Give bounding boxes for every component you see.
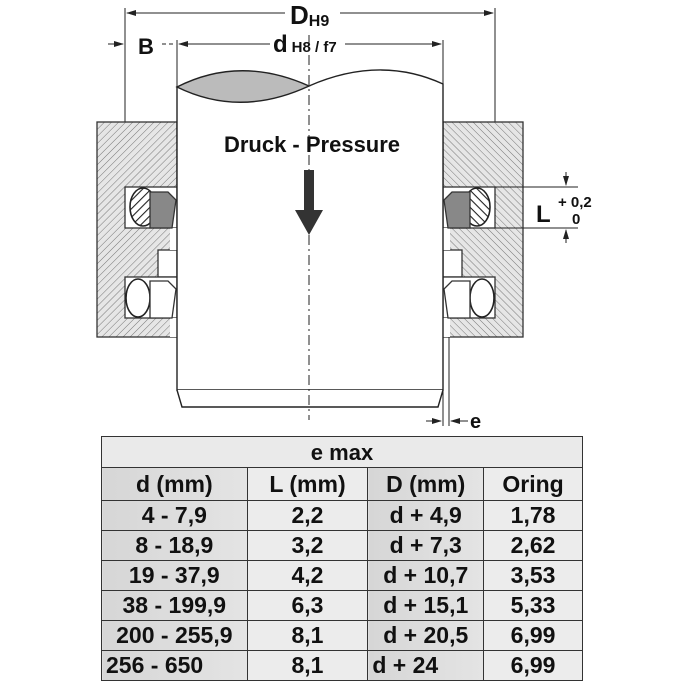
cell-d: 256 - 650 xyxy=(101,650,248,681)
header-L: L (mm) xyxy=(246,467,369,501)
table-row: 256 - 650 8,1 d + 24 6,99 xyxy=(101,650,583,681)
cell-oring: 6,99 xyxy=(483,620,583,651)
cell-L: 8,1 xyxy=(246,620,369,651)
cell-D: d + 15,1 xyxy=(367,590,485,621)
dimension-table: e max d (mm) L (mm) D (mm) Oring 4 - 7,9… xyxy=(101,436,583,681)
cell-d: 38 - 199,9 xyxy=(101,590,248,621)
dimension-L-tol-lower: 0 xyxy=(572,211,580,228)
pressure-arrow-icon xyxy=(295,170,323,235)
table-title-row: e max xyxy=(101,436,583,468)
cell-D: d + 24 xyxy=(367,650,485,681)
cell-L: 2,2 xyxy=(246,500,369,531)
table-header-row: d (mm) L (mm) D (mm) Oring xyxy=(101,467,583,501)
table-row: 200 - 255,9 8,1 d + 20,5 6,99 xyxy=(101,620,583,651)
cell-L: 6,3 xyxy=(246,590,369,621)
table-title: e max xyxy=(101,436,583,468)
dimension-d xyxy=(176,40,444,90)
cell-oring: 6,99 xyxy=(483,650,583,681)
table-row: 8 - 18,9 3,2 d + 7,3 2,62 xyxy=(101,530,583,561)
housing-right xyxy=(442,121,524,338)
dimension-e xyxy=(426,337,468,426)
cell-D: d + 10,7 xyxy=(367,560,485,591)
cell-d: 8 - 18,9 xyxy=(101,530,248,561)
cell-d: 4 - 7,9 xyxy=(101,500,248,531)
cell-L: 4,2 xyxy=(246,560,369,591)
header-D: D (mm) xyxy=(367,467,485,501)
cell-D: d + 7,3 xyxy=(367,530,485,561)
dimension-D-label: DH9 xyxy=(290,0,329,30)
cell-D: d + 20,5 xyxy=(367,620,485,651)
dimension-L xyxy=(495,172,578,243)
dimension-L-label: L xyxy=(536,201,551,228)
cell-D: d + 4,9 xyxy=(367,500,485,531)
cell-d: 200 - 255,9 xyxy=(101,620,248,651)
cell-oring: 3,53 xyxy=(483,560,583,591)
pressure-label: Druck - Pressure xyxy=(224,132,400,157)
cell-oring: 2,62 xyxy=(483,530,583,561)
header-d: d (mm) xyxy=(101,467,248,501)
cell-oring: 1,78 xyxy=(483,500,583,531)
dimension-L-tol-upper: + 0,2 xyxy=(558,194,592,211)
table-row: 38 - 199,9 6,3 d + 15,1 5,33 xyxy=(101,590,583,621)
table-row: 4 - 7,9 2,2 d + 4,9 1,78 xyxy=(101,500,583,531)
cell-L: 8,1 xyxy=(246,650,369,681)
cell-L: 3,2 xyxy=(246,530,369,561)
cell-oring: 5,33 xyxy=(483,590,583,621)
header-oring: Oring xyxy=(483,467,583,501)
dimension-B-label: B xyxy=(138,34,154,59)
cell-d: 19 - 37,9 xyxy=(101,560,248,591)
housing-left xyxy=(96,121,178,338)
table-row: 19 - 37,9 4,2 d + 10,7 3,53 xyxy=(101,560,583,591)
dimension-e-label: e xyxy=(470,411,481,433)
